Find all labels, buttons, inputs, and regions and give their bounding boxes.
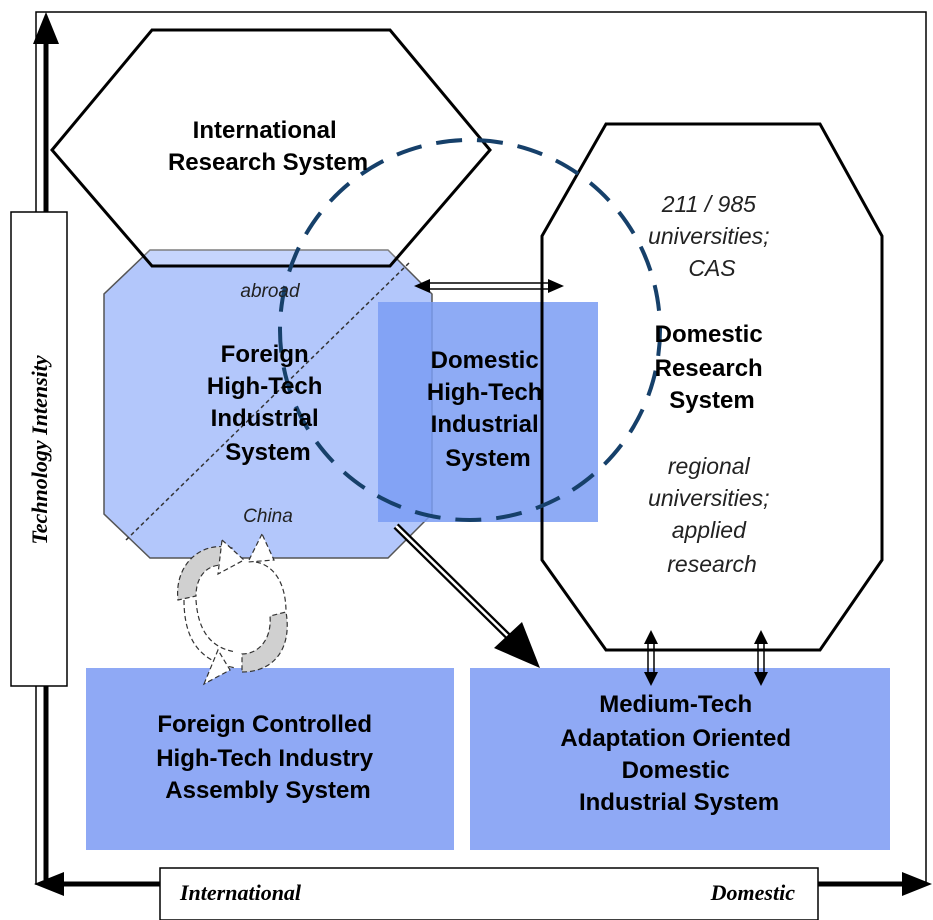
domestic-research-label: Domestic Research System — [655, 321, 770, 414]
double-arrow-horizontal — [414, 279, 564, 293]
foreign-assembly-label: Foreign Controlled High-Tech Industry As… — [156, 711, 380, 804]
abroad-china-divider — [125, 261, 411, 541]
x-axis-label-box — [159, 867, 819, 920]
domestic-research-octagon — [540, 122, 884, 652]
domestic-hightech-box — [378, 302, 598, 522]
elite-universities-label: 211 / 985 universities; CAS — [648, 191, 776, 281]
x-axis-label-domestic: Domestic — [710, 880, 796, 905]
y-axis-label-box — [10, 211, 68, 687]
vertical-double-arrow-left — [644, 630, 658, 686]
foreign-hightech-label: Foreign High-Tech Industrial System — [207, 341, 329, 466]
foreign-assembly-box — [86, 668, 454, 850]
international-research-label: International Research System — [168, 117, 368, 176]
vertical-double-arrow-right — [754, 630, 768, 686]
y-axis-label: Technology Intensity — [27, 355, 52, 544]
x-axis-label-international: International — [179, 880, 302, 905]
medium-tech-box — [470, 668, 890, 850]
cycle-arrows-icon — [177, 532, 288, 686]
regional-universities-label: regional universities; applied research — [648, 453, 776, 577]
international-research-hexagon — [50, 28, 492, 268]
dashed-linkage-circle — [278, 138, 662, 522]
china-label: China — [243, 506, 293, 527]
large-diagonal-arrow — [393, 523, 540, 668]
medium-tech-label: Medium-Tech Adaptation Oriented Domestic… — [560, 691, 797, 816]
abroad-label: abroad — [240, 281, 301, 302]
domestic-hightech-label: Domestic High-Tech Industrial System — [427, 347, 549, 472]
